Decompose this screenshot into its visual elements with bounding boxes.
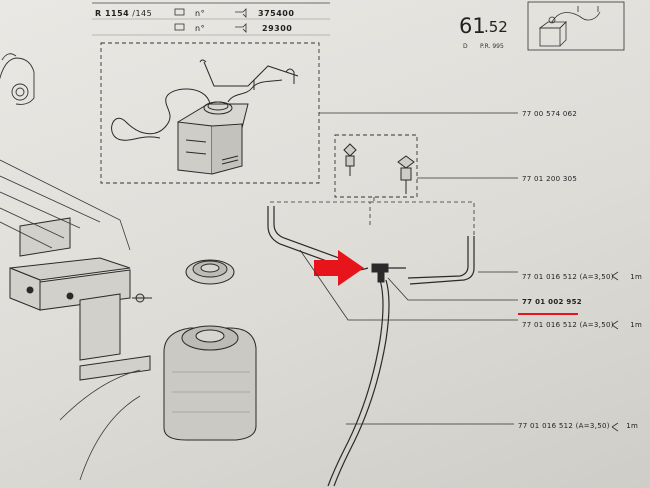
t-connector bbox=[371, 263, 389, 283]
highlight-arrow-icon bbox=[314, 250, 364, 286]
filler-cap bbox=[185, 259, 235, 285]
guide-lines bbox=[0, 159, 141, 481]
part-label-reservoir: 77 00 574 062 bbox=[522, 110, 578, 118]
scissors-icon bbox=[611, 271, 619, 281]
mounting-bracket bbox=[9, 217, 152, 381]
serial-1: 375400 bbox=[258, 9, 295, 18]
serial-label-2: n° bbox=[195, 24, 206, 33]
ref-number: R 1154 bbox=[95, 9, 130, 18]
scissors-icon bbox=[611, 422, 619, 432]
page-prefix: D bbox=[463, 43, 468, 50]
serial-label-1: n° bbox=[195, 9, 206, 18]
page-number-sub: .52 bbox=[484, 18, 508, 36]
serial-2: 29300 bbox=[262, 24, 293, 33]
scissors-icons bbox=[611, 271, 619, 432]
page-code: P.R. 995 bbox=[480, 43, 504, 50]
washer-jets bbox=[343, 143, 415, 194]
part-label-tube-1: 77 01 016 512 (A=3,50) 1m bbox=[522, 273, 642, 281]
tube-network bbox=[267, 206, 475, 487]
part-label-tube-2: 77 01 016 512 (A=3,50) 1m bbox=[522, 321, 642, 329]
arrow-right-icon bbox=[235, 23, 247, 33]
car-silhouette bbox=[0, 53, 35, 105]
jets-frame bbox=[334, 134, 418, 198]
arrow-right-icon bbox=[235, 8, 247, 18]
part-number: 77 01 016 512 (A=3,50) bbox=[518, 422, 610, 430]
bottom-reservoir bbox=[163, 325, 257, 441]
header-glyphs bbox=[174, 8, 247, 33]
jet-bracket bbox=[270, 197, 475, 236]
scissors-icon bbox=[611, 320, 619, 330]
part-qty: 1m bbox=[630, 321, 643, 329]
header-ref: R 1154 /145 bbox=[95, 9, 152, 18]
thumbnail-frame bbox=[527, 1, 625, 51]
part-number: 77 01 016 512 (A=3,50) bbox=[522, 273, 614, 281]
part-qty: 1m bbox=[630, 273, 643, 281]
part-qty: 1m bbox=[626, 422, 639, 430]
ref-sub: /145 bbox=[132, 9, 153, 18]
thumbnail-reservoir-icon bbox=[538, 6, 601, 47]
page-number-main: 61 bbox=[459, 14, 486, 38]
part-label-t-connector: 77 01 002 952 bbox=[522, 298, 582, 306]
leader-lines bbox=[299, 112, 518, 425]
part-label-tube-3: 77 01 016 512 (A=3,50) 1m bbox=[518, 422, 638, 430]
part-number: 77 01 016 512 (A=3,50) bbox=[522, 321, 614, 329]
part-label-jets: 77 01 200 305 bbox=[522, 175, 578, 183]
reservoir-assembly bbox=[111, 59, 299, 175]
